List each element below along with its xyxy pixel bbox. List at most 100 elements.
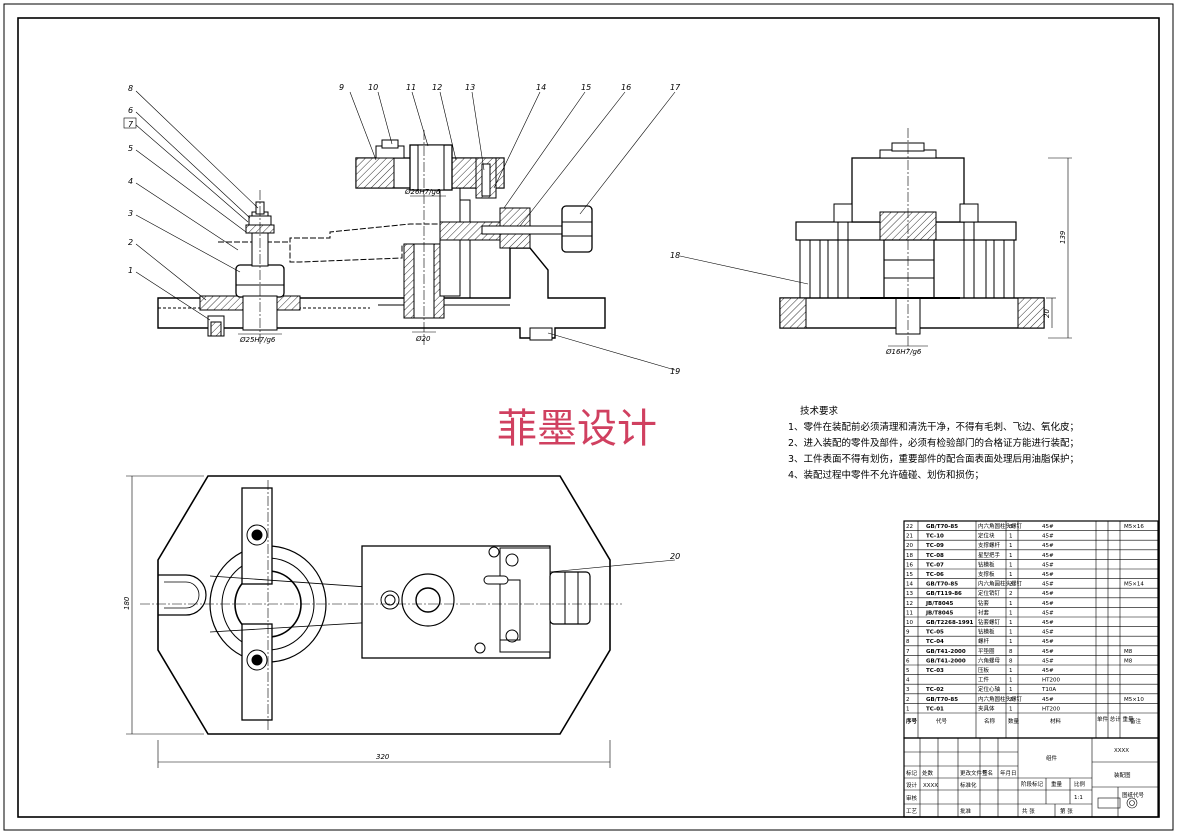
tb-sign-label: 签名	[982, 769, 993, 777]
parts-row-qty: 1	[1009, 610, 1013, 616]
parts-row-name: 定位块	[978, 532, 995, 540]
tb-scale-val: 1:1	[1074, 795, 1083, 801]
watermark-text: 菲墨设计	[497, 406, 657, 452]
parts-row-name: 钻套	[978, 599, 990, 607]
tb-process-label: 工艺	[906, 808, 918, 815]
side-view	[779, 128, 1072, 350]
balloon-18: 18	[670, 251, 680, 260]
tb-stage-label: 阶段标记	[1021, 780, 1044, 788]
parts-row-no: 10	[906, 620, 913, 626]
dim-width-320: 320	[376, 753, 390, 761]
parts-row-name: 内六角圆柱头螺钉	[978, 695, 1023, 703]
parts-row-name: 支撑板	[978, 570, 995, 578]
parts-row-name: 六角螺母	[978, 656, 1001, 664]
parts-header-material: 材料	[1050, 717, 1062, 725]
parts-row-name: 定位心轴	[978, 685, 1001, 693]
parts-row-no: 14	[906, 582, 913, 588]
dim-fit-bottom: Ø25H7/g6	[239, 336, 276, 344]
parts-row-qty: 2	[1009, 582, 1013, 588]
parts-row-name: 星型把手	[978, 551, 1001, 559]
parts-row-name: 支撑螺杆	[978, 541, 1001, 549]
parts-row-material: HT200	[1042, 678, 1060, 684]
balloon-2: 2	[128, 238, 133, 247]
parts-row-code: TC-07	[926, 562, 944, 568]
parts-row-code: TC-04	[926, 639, 944, 645]
parts-row-code: GB/T70-85	[926, 582, 958, 588]
tb-count-label: 处数	[922, 769, 934, 777]
tech-req-item-1: 1、零件在装配前必须清理和清洗干净，不得有毛刺、飞边、氧化皮；	[788, 421, 1079, 433]
parts-row-material: 45#	[1042, 543, 1054, 549]
parts-row-code: GB/T41-2000	[926, 658, 966, 664]
parts-row-no: 22	[906, 524, 913, 530]
tb-weight-label: 重量	[1051, 780, 1063, 788]
tb-scale-label: 比例	[1074, 780, 1086, 788]
parts-row-qty: 1	[1009, 639, 1013, 645]
parts-row-material: 45#	[1042, 620, 1054, 626]
parts-row-no: 5	[906, 668, 910, 674]
balloon-8: 8	[128, 84, 133, 93]
parts-row-name: 钻模板	[978, 628, 995, 636]
tech-req-item-3: 3、工件表面不得有划伤，重要部件的配合面表面处理后用油脂保护；	[788, 453, 1079, 465]
balloon-6: 6	[128, 106, 133, 115]
tb-approve-label: 批准	[960, 807, 972, 815]
title-block	[903, 737, 1159, 818]
parts-row-qty: 2	[1009, 591, 1013, 597]
tb-check-label: 审核	[906, 794, 918, 802]
parts-row-name: 压板	[978, 666, 990, 674]
parts-row-material: 45#	[1042, 649, 1054, 655]
balloon-7: 7	[128, 120, 134, 129]
balloon-20: 20	[670, 552, 680, 561]
parts-row-material: 45#	[1042, 562, 1054, 568]
parts-row-note: M5×16	[1124, 524, 1144, 530]
balloon-13: 13	[465, 83, 475, 92]
parts-row-code: JB/T8045	[925, 601, 953, 607]
tb-drawing-name: 装配图	[1114, 771, 1131, 779]
parts-row-name: 内六角圆柱头螺钉	[978, 522, 1023, 530]
tb-assembly-label: 组件	[1046, 754, 1058, 762]
parts-row-material: 45#	[1042, 610, 1054, 616]
parts-row-qty: 1	[1009, 678, 1013, 684]
parts-row-material: 45#	[1042, 697, 1054, 703]
parts-header-name: 名称	[984, 717, 996, 725]
parts-row-no: 9	[906, 630, 910, 636]
parts-row-qty: 1	[1009, 630, 1013, 636]
balloon-14: 14	[536, 83, 546, 92]
tech-req-item-2: 2、进入装配的零件及部件，必须有检验部门的合格证方能进行装配；	[788, 437, 1079, 449]
parts-row-no: 3	[906, 687, 910, 693]
tb-file-label: 更改文件号	[960, 769, 988, 777]
parts-header-qty: 数量	[1008, 717, 1020, 725]
parts-row-name: 螺杆	[978, 637, 990, 645]
parts-row-code: JB/T8045	[925, 610, 953, 616]
parts-row-material: 45#	[1042, 639, 1054, 645]
parts-row-name: 衬套	[978, 608, 990, 616]
parts-row-qty: 1	[1009, 572, 1013, 578]
leader-lines	[135, 90, 809, 577]
parts-row-no: 13	[906, 591, 913, 597]
tb-design-val: XXXX	[923, 783, 938, 789]
parts-row-no: 18	[906, 553, 913, 559]
parts-row-no: 15	[906, 572, 913, 578]
parts-row-no: 21	[906, 534, 913, 540]
parts-row-code: GB/T41-2000	[926, 649, 966, 655]
parts-row-qty: 1	[1009, 620, 1013, 626]
tb-drawing-no-label: 图纸代号	[1122, 791, 1145, 799]
balloon-3: 3	[128, 209, 133, 218]
dim-height-180: 180	[123, 596, 131, 610]
parts-row-no: 16	[906, 562, 913, 568]
tb-design-label: 设计	[906, 781, 918, 789]
parts-row-material: 45#	[1042, 534, 1054, 540]
parts-row-qty: 8	[1009, 649, 1013, 655]
parts-row-qty: 1	[1009, 543, 1013, 549]
dim-height-139: 139	[1059, 230, 1067, 244]
parts-row-qty: 1	[1009, 687, 1013, 693]
parts-row-name: 内六角圆柱头螺钉	[978, 580, 1023, 588]
parts-row-material: 45#	[1042, 591, 1054, 597]
parts-row-code: TC-01	[926, 706, 944, 712]
parts-row-name: 平垫圈	[978, 647, 995, 655]
parts-row-code: TC-10	[926, 534, 944, 540]
parts-row-code: TC-05	[926, 630, 944, 636]
balloon-17: 17	[670, 83, 681, 92]
balloon-1: 1	[128, 266, 133, 275]
parts-row-note: M8	[1124, 649, 1133, 655]
